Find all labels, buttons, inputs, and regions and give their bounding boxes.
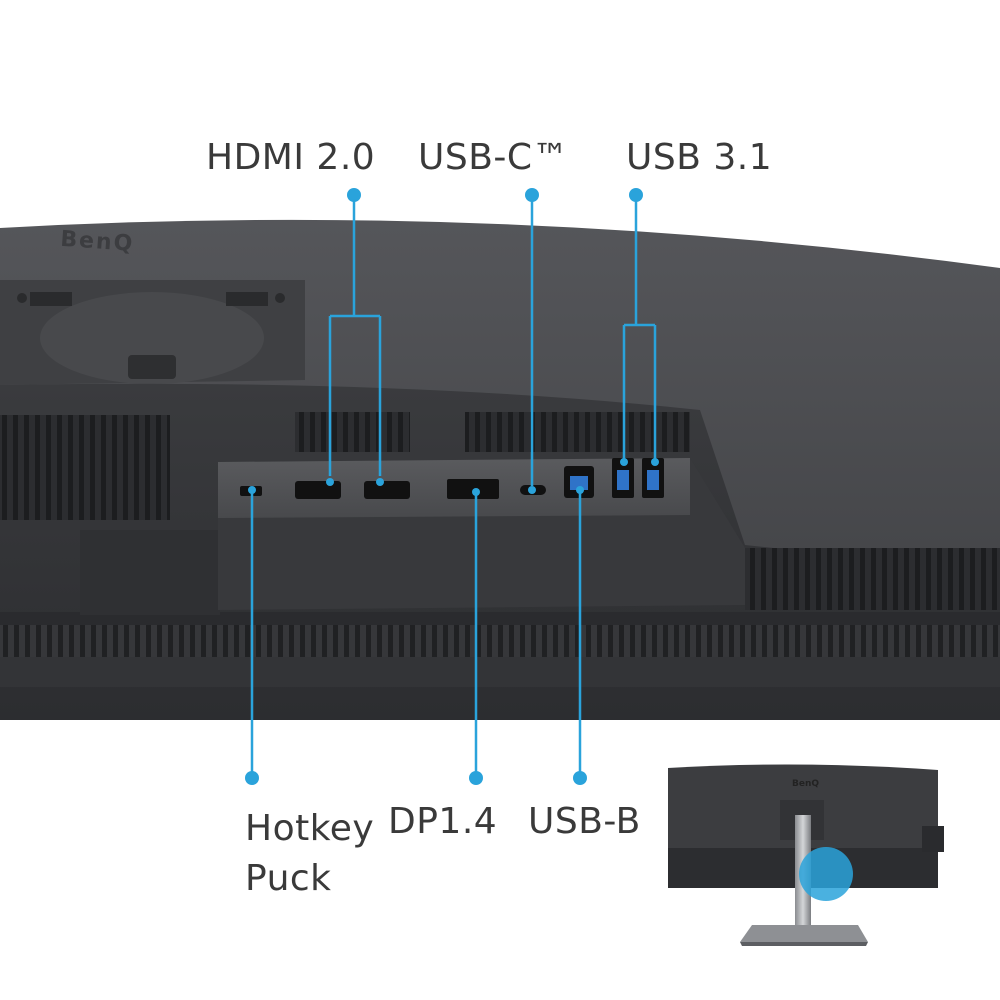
callout-usb-31 xyxy=(622,195,657,460)
inset-brand-logo: BenQ xyxy=(792,779,819,789)
hotkey-puck-label-line2: Puck xyxy=(245,858,332,899)
usb-c-label: USB-C™ xyxy=(418,137,570,178)
hdmi-label: HDMI 2.0 xyxy=(206,137,376,178)
callout-dots xyxy=(245,188,659,785)
inset-port-highlight xyxy=(799,847,853,901)
vent-grille xyxy=(295,412,410,452)
usb-b-label: USB-B xyxy=(528,801,641,842)
displayport-label: DP1.4 xyxy=(388,801,498,842)
hotkey-puck-label-line1: Hotkey xyxy=(245,808,375,849)
vent-grille xyxy=(0,415,170,520)
io-port-panel xyxy=(218,458,745,610)
hdmi-port-2 xyxy=(364,481,410,499)
monitor-shell: BenQ xyxy=(0,219,1000,721)
vent-grille xyxy=(745,548,1000,610)
vent-grille xyxy=(465,412,690,452)
displayport-port xyxy=(447,479,499,499)
monitor-rear-inset: BenQ xyxy=(668,764,944,946)
brand-logo: BenQ xyxy=(60,227,136,257)
usb-31-label: USB 3.1 xyxy=(626,137,773,178)
callout-lines xyxy=(250,195,657,778)
bottom-vent-grille xyxy=(0,625,1000,657)
hotkey-puck-label: Hotkey Puck xyxy=(245,804,405,904)
hdmi-port-1 xyxy=(295,481,341,499)
callout-hdmi xyxy=(328,195,382,476)
vesa-mount-recess xyxy=(0,280,305,385)
